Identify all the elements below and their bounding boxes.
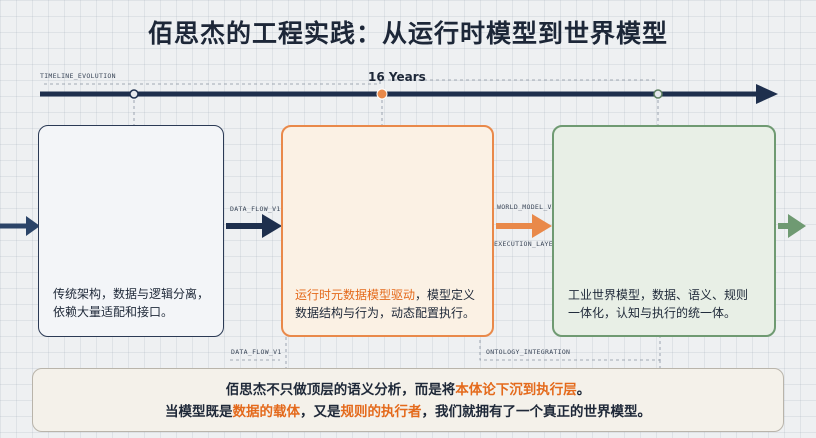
summary-highlight: 数据的载体 bbox=[232, 404, 301, 420]
summary-text: 当模型既是 bbox=[165, 404, 233, 420]
card-world-line1: 工业世界模型，数据、语义、规则 bbox=[568, 288, 749, 302]
summary-text: 佰思杰不只做顶层的语义分析，而是将 bbox=[225, 382, 456, 398]
summary-box: 佰思杰不只做顶层的语义分析，而是将本体论下沉到执行层。 当模型既是数据的载体，又… bbox=[32, 368, 784, 432]
timeline-label: TIMELINE_EVOLUTION bbox=[40, 72, 116, 80]
summary-text: ，又是 bbox=[300, 404, 341, 420]
connector-execution-layer: EXECUTION_LAYER bbox=[494, 240, 558, 248]
card-traditional: 传统架构，数据与逻辑分离， 依赖大量适配和接口。 bbox=[38, 125, 224, 337]
connector-world-model: WORLD_MODEL_V3 bbox=[497, 203, 556, 211]
connector-data-flow-top: DATA_FLOW_V1 bbox=[230, 205, 281, 213]
card-runtime-highlight: 运行时元数据模型驱动 bbox=[295, 288, 416, 302]
timeline bbox=[40, 79, 778, 125]
card-runtime-text: 运行时元数据模型驱动，模型定义 数据结构与行为，动态配置执行。 bbox=[295, 286, 482, 322]
card-world-text: 工业世界模型，数据、语义、规则 一体化，认知与执行的统一体。 bbox=[568, 286, 764, 322]
bottom-connectors bbox=[230, 337, 661, 368]
card-runtime-line2: 数据结构与行为，动态配置执行。 bbox=[295, 306, 476, 320]
summary-line-1: 佰思杰不只做顶层的语义分析，而是将本体论下沉到执行层。 bbox=[33, 379, 783, 401]
summary-highlight: 本体论下沉到执行层 bbox=[455, 382, 577, 398]
card-runtime-line1: ，模型定义 bbox=[415, 288, 476, 302]
card-runtime-model: 运行时元数据模型驱动，模型定义 数据结构与行为，动态配置执行。 bbox=[281, 125, 494, 337]
milestone-dot-3 bbox=[653, 89, 663, 99]
summary-text: 。 bbox=[576, 382, 591, 398]
summary-line-2: 当模型既是数据的载体，又是规则的执行者，我们就拥有了一个真正的世界模型。 bbox=[33, 401, 783, 423]
milestone-dot-1 bbox=[129, 89, 139, 99]
card-world-line2: 一体化，认知与执行的统一体。 bbox=[568, 306, 737, 320]
summary-highlight: 规则的执行者 bbox=[340, 404, 422, 420]
flow-arrows bbox=[0, 214, 806, 238]
connector-data-flow-bottom: DATA_FLOW_V1 bbox=[231, 348, 282, 356]
page-title: 佰思杰的工程实践：从运行时模型到世界模型 bbox=[147, 19, 668, 48]
card-traditional-line2: 依赖大量适配和接口。 bbox=[53, 305, 174, 319]
milestone-dot-2 bbox=[376, 88, 388, 100]
connector-ontology: ONTOLOGY_INTEGRATION bbox=[486, 348, 571, 356]
summary-text: ，我们就拥有了一个真正的世界模型。 bbox=[421, 404, 652, 420]
card-world-model: 工业世界模型，数据、语义、规则 一体化，认知与执行的统一体。 bbox=[552, 125, 776, 337]
card-traditional-text: 传统架构，数据与逻辑分离， 依赖大量适配和接口。 bbox=[53, 285, 213, 321]
card-traditional-line1: 传统架构，数据与逻辑分离， bbox=[53, 287, 210, 301]
timeline-span: 16 Years bbox=[368, 70, 426, 84]
